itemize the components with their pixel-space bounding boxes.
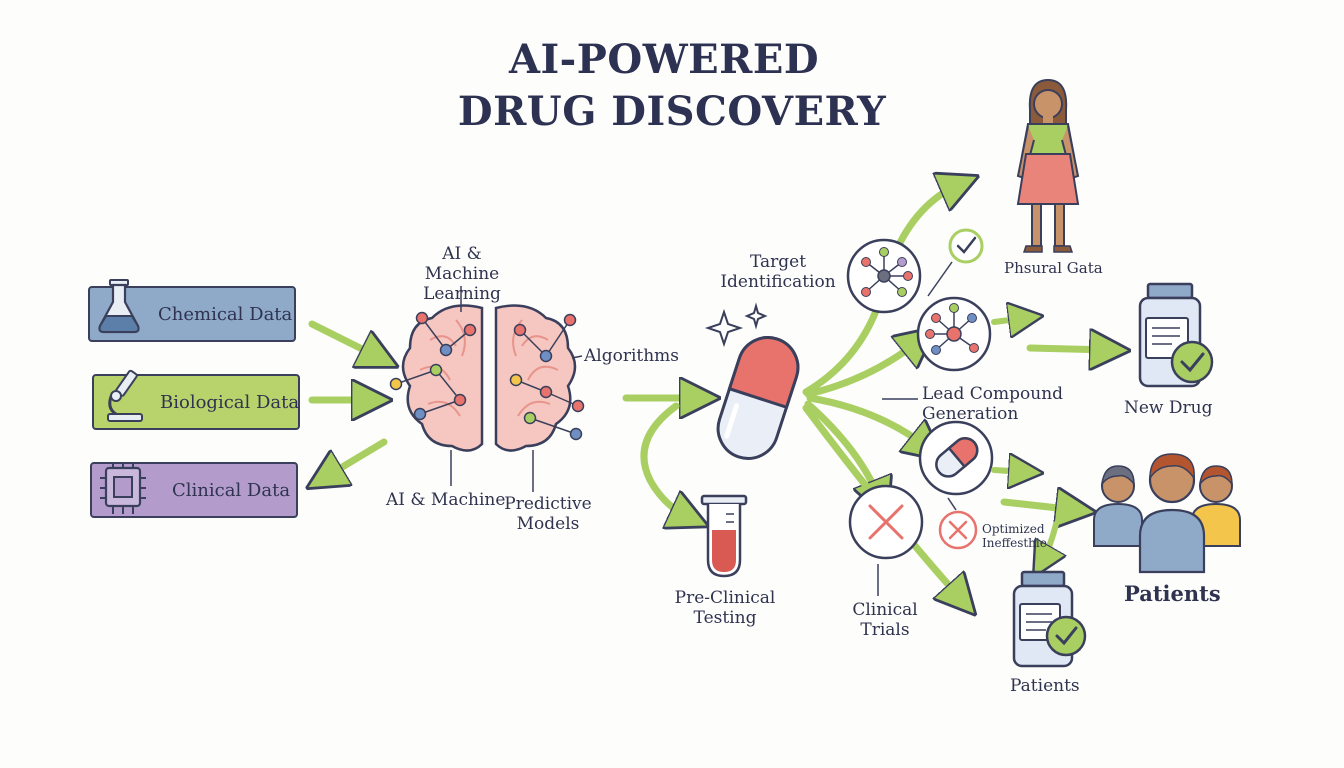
clinical-data-label: Clinical Data <box>172 480 291 501</box>
label-predictive-models: Predictive Models <box>504 494 592 534</box>
arrow-to-new-drug <box>1026 348 1110 350</box>
brain-icon <box>389 286 585 492</box>
title-line-1: AI-POWERED <box>508 36 820 83</box>
label-ai-ml-bottom: AI & Machine <box>386 490 506 510</box>
arrow-to-bottle <box>1042 521 1056 562</box>
arrow-to-patients <box>1000 502 1076 510</box>
flask-icon <box>98 279 140 334</box>
chemical-data-label: Chemical Data <box>158 304 293 325</box>
label-optimized: Optimized Ineffesthie <box>982 522 1047 550</box>
label-algorithms: Algorithms <box>584 346 680 366</box>
clinical-data-box: Clinical Data <box>90 462 298 518</box>
label-ai-ml-top: AI & Machine Learning <box>423 244 501 304</box>
check-circle-icon-small <box>948 228 984 264</box>
label-lead-compound: Lead Compound Generation <box>922 384 1064 424</box>
pill-circle-icon <box>918 420 994 496</box>
person-woman-icon <box>1016 78 1080 253</box>
medicine-bottle-icon-bottom <box>1012 570 1087 668</box>
input-arrows <box>308 320 388 478</box>
medicine-bottle-icon-top <box>1138 282 1214 388</box>
chemical-data-box: Chemical Data <box>88 279 296 342</box>
test-tube-icon <box>700 494 748 578</box>
biological-data-label: Biological Data <box>160 392 300 413</box>
sparkle-icon <box>704 302 768 348</box>
label-new-drug: New Drug <box>1124 398 1213 418</box>
arrow-to-network-2 <box>804 340 920 398</box>
biological-data-box: Biological Data <box>92 369 300 430</box>
microscope-icon <box>107 369 143 422</box>
label-patients-bottle: Patients <box>1010 676 1080 696</box>
arrow-clinical <box>324 438 388 478</box>
reject-circle-icon <box>848 484 924 560</box>
molecule-network-icon-2 <box>916 296 992 372</box>
molecule-network-icon-1 <box>846 238 922 314</box>
label-pre-clinical-testing: Pre-Clinical Testing <box>674 588 776 628</box>
patients-group-icon <box>1093 453 1241 574</box>
reject-circle-icon-small <box>938 510 978 550</box>
arrow-to-pill-circle <box>806 394 928 448</box>
label-target-identification: Target Identification <box>720 252 836 292</box>
arrow-chemical <box>308 320 380 358</box>
label-personal-data: Phsural Gata <box>1004 259 1103 277</box>
arrow-to-pre-clinical <box>640 402 690 518</box>
label-clinical-trials: Clinical Trials <box>852 600 918 640</box>
chip-icon <box>100 462 146 514</box>
title-line-2: DRUG DISCOVERY <box>457 88 887 135</box>
pill-icon <box>716 336 800 460</box>
label-patients-group: Patients <box>1124 581 1221 606</box>
